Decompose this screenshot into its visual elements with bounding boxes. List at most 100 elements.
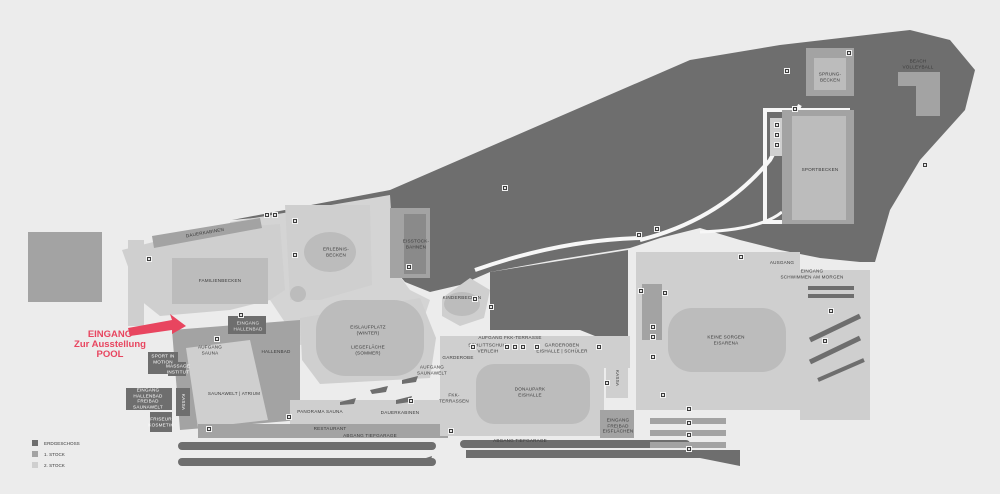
outdoor-area-lower [490,250,628,338]
shower-icon [774,132,780,138]
label-dauerkabinen-bottom: DAUERKABINEN [380,410,420,416]
label-sportbecken: SPORTBECKEN [801,167,839,173]
legend-swatch [32,451,38,457]
toilet-icon [488,304,494,310]
label-eislaufplatz: EISLAUFPLATZ (WINTER) [350,324,386,335]
label-aufgang-sauna: AUFGANG SAUNA [197,344,223,355]
label-liegeflaeche: LIEGEFLÄCHE (SOMMER) [351,344,385,355]
legend-second-floor: 2. STOCK [32,462,65,468]
strip-7 [650,442,726,448]
toilet-icon [286,414,292,420]
toilet-icon [828,308,834,314]
strip-1 [178,442,436,450]
path-lower [474,236,641,272]
arena-inner [642,284,662,340]
entrance-line-1: EINGANG [87,329,133,340]
label-restaurant: RESTAURANT [313,426,347,432]
label-panorama-sauna: PANORAMA SAUNA [297,409,343,415]
toilet-icon [662,290,668,296]
strip-4 [466,450,740,466]
entrance-line-2: Zur Ausstellung [74,339,146,350]
toilet-icon [596,344,602,350]
eisstock [404,214,426,274]
label-beach-volleyball: BEACH VOLLEYBALL [902,58,934,69]
strip-3 [460,440,690,448]
strip-2 [178,458,436,466]
info-icon [650,334,656,340]
shower-icon [792,106,798,112]
path-sport-2 [699,210,783,234]
toilet-icon [654,226,660,232]
toilet-icon [650,354,656,360]
legend-label: 2. STOCK [44,462,65,468]
label-eingang-hallenbad-small: EINGANG HALLENBAD [233,320,263,331]
small-pool [290,286,306,302]
label-donaupark: DONAUPARK EISHALLE [514,386,546,397]
entrance-callout: EINGANG Zur Ausstellung POOL [60,330,160,360]
eislaufplatz [316,300,424,376]
shower-icon [292,252,298,258]
label-eingang-schwimmen: EINGANG SCHWIMMEN AM MORGEN [780,268,844,279]
toilet-icon [264,212,270,218]
label-garderobe: GARDEROBE [442,355,474,361]
toilet-icon [686,420,692,426]
toilet-icon [774,122,780,128]
toilet-icon [922,162,928,168]
label-abgang-tiefgarage-left: ABGANG TIEFGARAGE [343,433,397,439]
stairs-icon [214,336,220,342]
stairs-icon [638,288,644,294]
label-keine-sorgen: KEINE SORGEN EISARENA [707,334,745,345]
stairs-icon [292,218,298,224]
eingang-freibad-box [600,410,634,438]
label-schlittschuh: SCHLITTSCHUH- VERLEIH [468,342,508,353]
toilet-icon [636,232,642,238]
label-hallenbad: HALLENBAD [261,349,291,355]
erlebnisbecken [304,232,356,272]
kassa-box [176,388,190,416]
label-friseur: FRISEUR KOSMETIK [148,416,174,427]
toilet-icon [784,68,790,74]
label-eisstockbahnen: EISSTOCK- BAHNEN [402,238,430,249]
label-massage-institut: MASSAGE INSTITUT [165,363,191,374]
keine-sorgen [668,308,786,372]
toilet-icon [650,324,656,330]
label-ausgang: AUSGANG [769,260,795,266]
toilet-icon [738,254,744,260]
label-kassa-left: KASSA [180,393,186,411]
toilet-icon [146,256,152,262]
dauerkabinen-strip [152,218,262,248]
entrance-line-3: POOL [96,349,124,360]
toilet-icon [660,392,666,398]
legend-first-floor: 1. STOCK [32,451,65,457]
label-familienbecken: FAMILIENBECKEN [198,278,242,284]
label-saunawelt: SAUNAWELT | ATRIUM [207,391,261,397]
label-sprungbecken: SPRUNG- BECKEN [818,71,842,82]
info-icon [512,344,518,350]
kassa-right-box [606,360,628,398]
restaurant-strip [198,424,448,438]
west-outer [28,232,102,302]
toilet-icon [238,312,244,318]
label-sport-in-motion: SPORT IN MOTION [151,353,175,364]
familienbecken [172,258,268,304]
toilet-icon [846,50,852,56]
west-strip [128,240,144,326]
elevator-icon [686,446,692,452]
eingang-hallenbad-box [126,388,172,410]
legend-swatch [32,462,38,468]
donaupark [476,364,590,424]
legend-ground-floor: ERDGESCHOSS [32,440,80,446]
label-eingang-hallenbad: EINGANG HALLENBAD FREIBAD SAUNAWELT [133,387,163,410]
toilet-icon [408,398,414,404]
stairs-icon [822,338,828,344]
info-icon [272,212,278,218]
kinderbecken [444,292,480,316]
toilet-icon [406,264,412,270]
legend-label: ERDGESCHOSS [44,440,80,446]
east-area [800,270,870,420]
toilet-icon [686,406,692,412]
label-aufgang-saunawelt: AUFGANG SAUNAWELT [417,364,447,375]
info-icon [774,142,780,148]
toilet-icon [504,344,510,350]
